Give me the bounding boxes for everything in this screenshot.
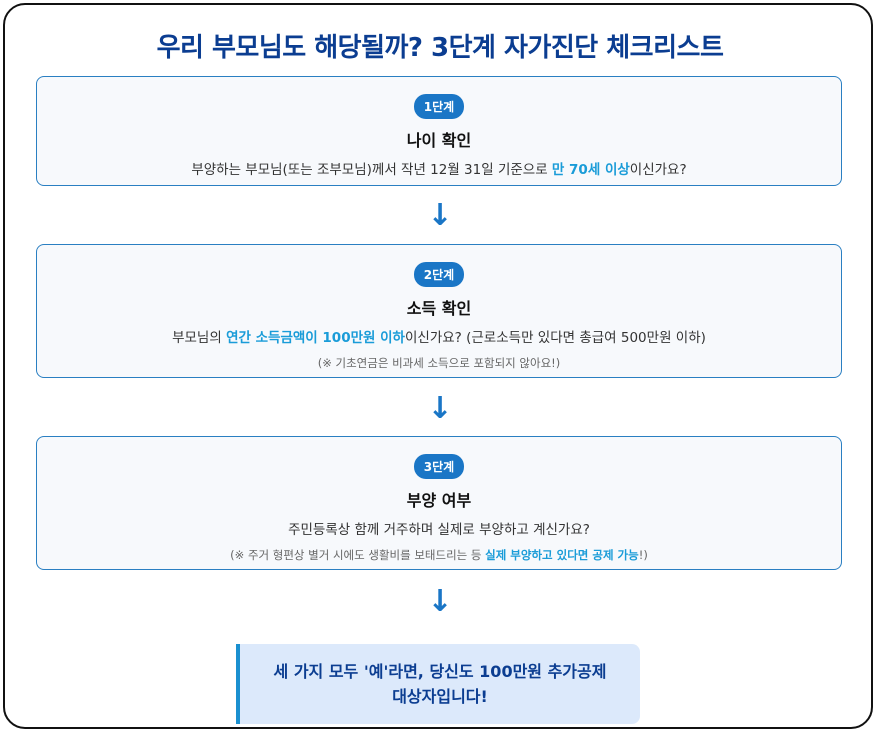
step-2-note: (※ 기초연금은 비과세 소득으로 포함되지 않아요!) — [37, 355, 841, 371]
step-2-card: 2단계 소득 확인 부모님의 연간 소득금액이 100만원 이하이신가요? (근… — [36, 244, 842, 378]
step-1-card: 1단계 나이 확인 부양하는 부모님(또는 조부모님)께서 작년 12월 31일… — [36, 76, 842, 186]
step-3-note-highlight: 실제 부양하고 있다면 공제 가능 — [485, 548, 639, 562]
arrow-down-icon: ↓ — [427, 391, 453, 426]
step-1-description: 부양하는 부모님(또는 조부모님)께서 작년 12월 31일 기준으로 만 70… — [37, 158, 841, 178]
step-1-desc-highlight: 만 70세 이상 — [551, 162, 630, 178]
arrow-down-icon: ↓ — [427, 198, 453, 233]
step-3-note-text: (※ 주거 형편상 별거 시에도 생활비를 보태드리는 등 — [230, 548, 486, 562]
step-3-description: 주민등록상 함께 거주하며 실제로 부양하고 계신가요? — [37, 518, 841, 538]
step-2-note-text: (※ 기초연금은 비과세 소득으로 포함되지 않아요!) — [317, 356, 561, 370]
page-title: 우리 부모님도 해당될까? 3단계 자가진단 체크리스트 — [156, 33, 724, 63]
step-3-note-text-end: !) — [638, 548, 648, 562]
step-3-title: 부양 여부 — [406, 491, 472, 510]
step-1-badge: 1단계 — [413, 94, 465, 119]
arrow-down-icon: ↓ — [427, 584, 453, 619]
step-2-description: 부모님의 연간 소득금액이 100만원 이하이신가요? (근로소득만 있다면 총… — [37, 326, 841, 346]
checklist-frame: 우리 부모님도 해당될까? 3단계 자가진단 체크리스트 1단계 나이 확인 부… — [3, 3, 873, 729]
result-callout: 세 가지 모두 '예'라면, 당신도 100만원 추가공제 대상자입니다! — [236, 644, 640, 724]
step-3-desc-text: 주민등록상 함께 거주하며 실제로 부양하고 계신가요? — [288, 522, 590, 538]
step-2-title: 소득 확인 — [406, 299, 472, 318]
step-3-card: 3단계 부양 여부 주민등록상 함께 거주하며 실제로 부양하고 계신가요? (… — [36, 436, 842, 570]
result-line-2: 대상자입니다! — [392, 687, 488, 706]
step-2-badge: 2단계 — [413, 262, 465, 287]
step-1-title: 나이 확인 — [406, 131, 472, 150]
step-2-desc-highlight: 연간 소득금액이 100만원 이하 — [226, 330, 405, 346]
result-line-1: 세 가지 모두 '예'라면, 당신도 100만원 추가공제 — [273, 662, 607, 681]
step-1-desc-text-end: 이신가요? — [629, 162, 687, 178]
step-3-badge: 3단계 — [413, 454, 465, 479]
step-3-note: (※ 주거 형편상 별거 시에도 생활비를 보태드리는 등 실제 부양하고 있다… — [37, 547, 841, 563]
step-1-desc-text: 부양하는 부모님(또는 조부모님)께서 작년 12월 31일 기준으로 — [191, 162, 552, 178]
step-2-desc-text: 부모님의 — [172, 330, 227, 346]
step-2-desc-text-end: 이신가요? (근로소득만 있다면 총급여 500만원 이하) — [404, 330, 706, 346]
